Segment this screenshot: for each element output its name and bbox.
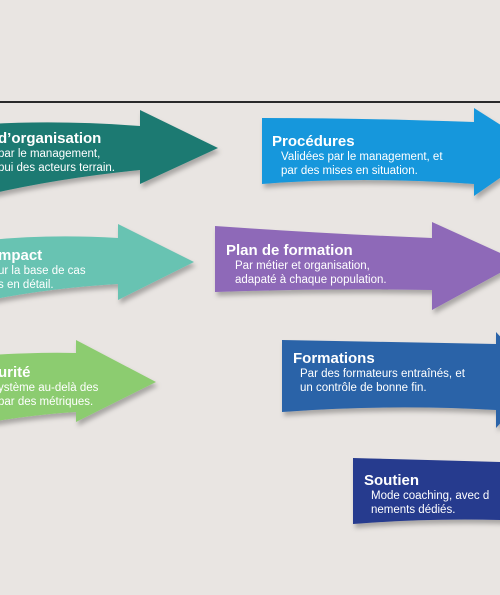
label-securite: urité ystème au-delà des par des métriqu… bbox=[0, 364, 114, 409]
arrow-desc-line: un contrôle de bonne fin. bbox=[300, 382, 427, 394]
label-organisation: d’organisation par le management, pui de… bbox=[0, 130, 115, 175]
arrow-desc-line: Mode coaching, avec d bbox=[371, 490, 490, 502]
arrow-impact bbox=[0, 224, 194, 300]
arrow-desc-line: Par métier et organisation, bbox=[235, 260, 370, 272]
arrow-title: d’organisation bbox=[0, 130, 102, 147]
arrow-desc-line: nements dédiés. bbox=[371, 504, 456, 516]
arrow-desc-line: par le management, bbox=[0, 148, 101, 160]
label-formations: Formations Par des formateurs entraînés,… bbox=[293, 350, 465, 395]
arrow-title: mpact bbox=[0, 247, 43, 264]
arrow-title: Procédures bbox=[272, 133, 355, 150]
arrow-desc-line: par des métriques. bbox=[0, 396, 94, 408]
arrow-formations bbox=[282, 332, 500, 428]
arrow-procedures bbox=[262, 108, 500, 196]
arrow-desc-line: ystème au-delà des bbox=[0, 382, 99, 394]
arrow-title: Formations bbox=[293, 350, 375, 367]
arrow-organisation bbox=[0, 110, 218, 192]
arrow-desc-line: Par des formateurs entraînés, et bbox=[300, 368, 465, 380]
arrow-desc-line: s en détail. bbox=[0, 279, 54, 291]
arrow-securite bbox=[0, 340, 156, 422]
label-soutien: Soutien Mode coaching, avec d nements dé… bbox=[364, 472, 489, 517]
arrow-desc-line: par des mises en situation. bbox=[281, 165, 418, 177]
arrow-plan-formation bbox=[215, 222, 500, 310]
arrow-desc-line: Validées par le management, et bbox=[281, 151, 443, 163]
arrow-desc-line: adapaté à chaque population. bbox=[235, 274, 387, 286]
arrow-desc-line: ur la base de cas bbox=[0, 265, 86, 277]
arrow-desc-line: pui des acteurs terrain. bbox=[0, 162, 115, 174]
arrow-soutien bbox=[353, 458, 500, 524]
label-plan-formation: Plan de formation Par métier et organisa… bbox=[226, 242, 387, 287]
arrow-title: Soutien bbox=[364, 472, 419, 489]
label-impact: mpact ur la base de cas s en détail. bbox=[0, 247, 110, 292]
arrow-title: Plan de formation bbox=[226, 242, 353, 259]
label-procedures: Procédures Validées par le management, e… bbox=[272, 133, 466, 178]
arrow-title: urité bbox=[0, 364, 31, 381]
top-divider-line bbox=[0, 101, 500, 103]
